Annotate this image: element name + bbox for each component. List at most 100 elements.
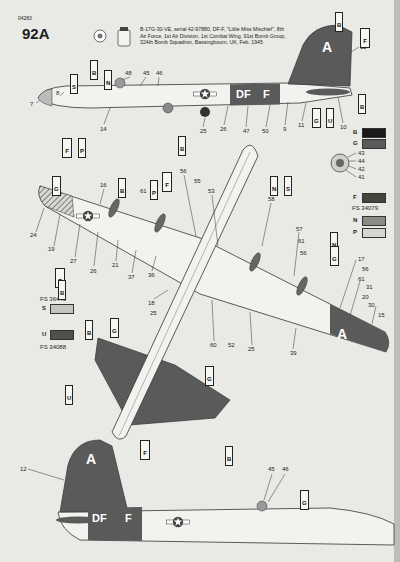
legend-letter: F (353, 194, 357, 201)
callout-number: 26 (220, 126, 227, 133)
paint-code-box: B (225, 446, 233, 466)
paint-code-box: B (358, 94, 366, 114)
callout-number: 10 (340, 124, 347, 131)
callout-number: 17 (358, 256, 365, 263)
legend-letter: N (353, 217, 357, 224)
callout-number: 36 (148, 272, 155, 279)
callout-number: 25 (200, 128, 207, 135)
paint-code-box: B (85, 320, 93, 340)
paint-code: G (314, 118, 319, 124)
callout-number: 11 (298, 122, 304, 129)
paint-code: B (87, 330, 91, 336)
color-swatch (362, 128, 386, 138)
callout-number: 42 (358, 166, 365, 173)
paint-code: S (72, 84, 76, 90)
paint-code: B (360, 104, 364, 110)
aircraft-marking: A (322, 40, 332, 55)
legend-letter: P (353, 229, 357, 236)
aircraft-marking: F (125, 512, 132, 524)
paint-code-box: G (300, 490, 309, 510)
paint-code: G (302, 500, 307, 506)
paint-code-box: U (326, 108, 334, 128)
paint-code: G (54, 186, 59, 192)
callout-number: 30 (368, 302, 375, 309)
legend-letter: G (353, 140, 358, 147)
callout-number: 44 (358, 158, 365, 165)
aircraft-marking: A (337, 327, 347, 342)
description-text: B-17G-30-VE, serial 42-97880, DF-F, "Lit… (140, 26, 290, 46)
paint-code-box: P (78, 138, 86, 158)
callout-number: 7 (30, 101, 33, 108)
callout-number: 8 (56, 90, 59, 97)
paint-code: N (106, 80, 110, 86)
callout-number: 12 (20, 466, 27, 473)
callout-number: 04283 (18, 16, 32, 22)
callout-number: 46 (282, 466, 289, 473)
callout-number: 41 (358, 174, 365, 181)
paint-code: P (152, 190, 156, 196)
aircraft-marking: A (86, 452, 96, 467)
paint-code-box: N (104, 70, 112, 90)
paint-code: S (286, 186, 290, 192)
paint-code-box: F (140, 440, 150, 460)
callout-number: 56 (180, 168, 187, 175)
paint-code-box: U (65, 385, 73, 405)
paint-code: B (60, 290, 64, 296)
callout-number: 37 (128, 274, 135, 281)
callout-number: 20 (362, 294, 369, 301)
callout-number: 31 (366, 284, 373, 291)
callout-number: 61 (298, 238, 305, 245)
color-swatch (362, 216, 386, 226)
paint-code-box: G (330, 246, 339, 266)
callout-number: 60 (210, 342, 217, 349)
legend-letter: U (42, 331, 46, 338)
callout-number: 56 (362, 266, 369, 273)
paint-code-box: S (70, 74, 78, 94)
paint-code-box: B (118, 178, 126, 198)
callout-number: 61 (140, 188, 147, 195)
callout-number: 19 (48, 246, 55, 253)
paint-code-box: G (52, 176, 61, 196)
callout-number: 53 (208, 188, 215, 195)
callout-number: 48 (125, 70, 132, 77)
paint-code-box: F (62, 138, 72, 158)
paint-code: P (80, 148, 84, 154)
callout-number: FS 34088 (40, 344, 66, 351)
callout-number: 43 (358, 150, 365, 157)
color-swatch (362, 193, 386, 203)
callout-number: 45 (143, 70, 150, 77)
paint-code-box: B (178, 136, 186, 156)
color-swatch (362, 139, 386, 149)
paint-code-box: P (150, 180, 158, 200)
callout-number: 24 (30, 232, 37, 239)
paint-code-box: F (360, 28, 370, 48)
color-swatch (50, 330, 74, 340)
paint-code-box: G (110, 318, 119, 338)
paint-code: B (92, 70, 96, 76)
callout-number: 50 (262, 128, 269, 135)
aircraft-marking: F (263, 88, 270, 100)
callout-number: 45 (268, 466, 275, 473)
callout-number: 25 (248, 346, 255, 353)
callout-number: 92A (22, 26, 50, 43)
color-swatch (50, 304, 74, 314)
paint-code: F (165, 182, 169, 188)
paint-code: U (67, 395, 71, 401)
callout-number: 25 (150, 310, 157, 317)
callout-number: 16 (100, 182, 107, 189)
paint-code-box: G (312, 108, 321, 128)
callout-number: 52 (228, 342, 235, 349)
paint-code-box: B (90, 60, 98, 80)
paint-code-box: S (284, 176, 292, 196)
aircraft-marking: DF (236, 88, 251, 100)
paint-code: U (328, 118, 332, 124)
callout-number: 46 (156, 70, 163, 77)
paint-code: B (180, 146, 184, 152)
callout-number: 18 (148, 300, 155, 307)
callout-number: 14 (100, 126, 107, 133)
callout-number: 21 (112, 262, 119, 269)
callout-number: 15 (378, 312, 385, 319)
paint-code-box: N (270, 176, 278, 196)
paint-code-box: F (162, 172, 172, 192)
aircraft-marking: DF (92, 512, 107, 524)
